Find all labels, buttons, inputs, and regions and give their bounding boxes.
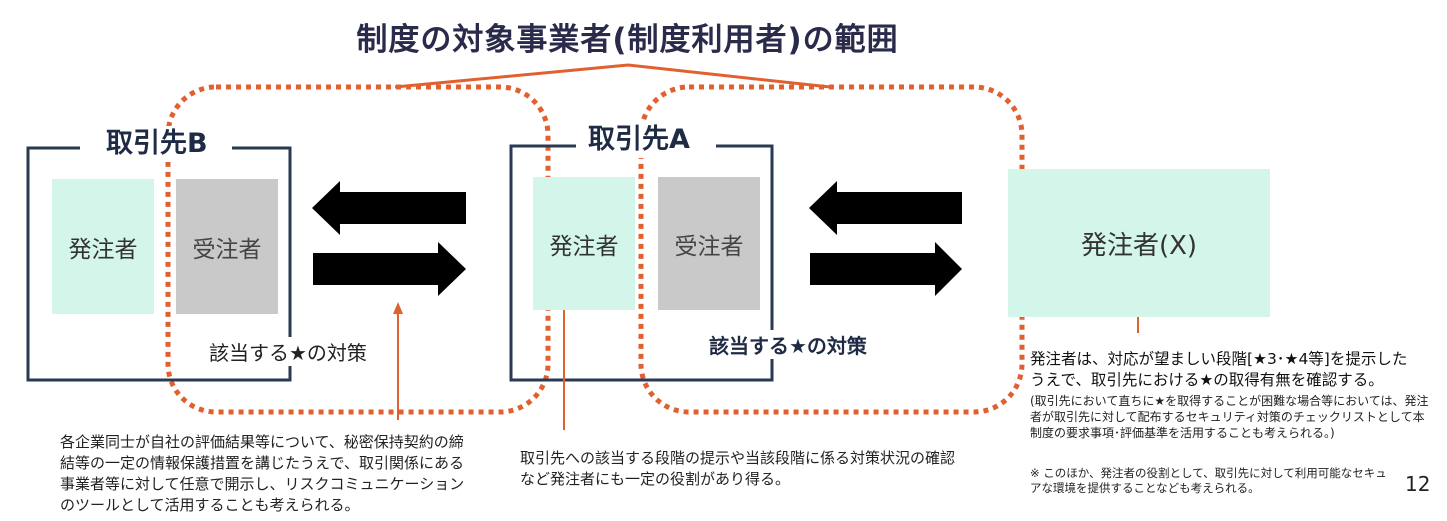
diagram-title: 制度の対象事業者(制度利用者)の範囲 bbox=[356, 22, 899, 58]
party-a-measure-label: 該当する★の対策 bbox=[705, 330, 871, 359]
party-b-frame bbox=[26, 146, 292, 382]
arrow-right-bottom-2 bbox=[810, 242, 962, 296]
party-a-contractor-tile: 受注者 bbox=[658, 177, 760, 310]
note-center: 取引先への該当する段階の提示や当該段階に係る対策状況の確認など発注者にも一定の役… bbox=[520, 449, 956, 488]
note-left: 各企業同士が自社の評価結果等について、秘密保持契約の締結等の一定の情報保護措置を… bbox=[60, 433, 465, 514]
party-b-orderer-tile: 発注者 bbox=[52, 179, 154, 314]
arrow-left-top bbox=[312, 181, 466, 235]
party-a-orderer-tile: 発注者 bbox=[533, 177, 635, 310]
party-a-label: 取引先A bbox=[576, 122, 702, 158]
party-a-frame bbox=[509, 144, 774, 382]
note-right-main: 発注者は、対応が望ましい段階[★3･★4等]を提示したうえで、取引先における★の… bbox=[1030, 350, 1408, 389]
title-bracket bbox=[394, 63, 831, 89]
note-right-footer: ※ このほか、発注者の役割として、取引先に対して利用可能なセキュアな環境を提供す… bbox=[1030, 466, 1387, 495]
arrow-right-bottom bbox=[313, 242, 466, 296]
party-b-contractor-tile: 受注者 bbox=[176, 179, 278, 314]
page-number: 12 bbox=[1405, 472, 1431, 496]
arrow-left-top-2 bbox=[809, 181, 962, 235]
party-b-measure-label: 該当する★の対策 bbox=[205, 337, 371, 366]
note-right-sub: (取引先において直ちに★を取得することが困難な場合等においては、発注者が取引先に… bbox=[1030, 394, 1429, 440]
orderer-x-tile: 発注者(X) bbox=[1008, 169, 1270, 317]
party-b-label: 取引先B bbox=[94, 126, 220, 162]
